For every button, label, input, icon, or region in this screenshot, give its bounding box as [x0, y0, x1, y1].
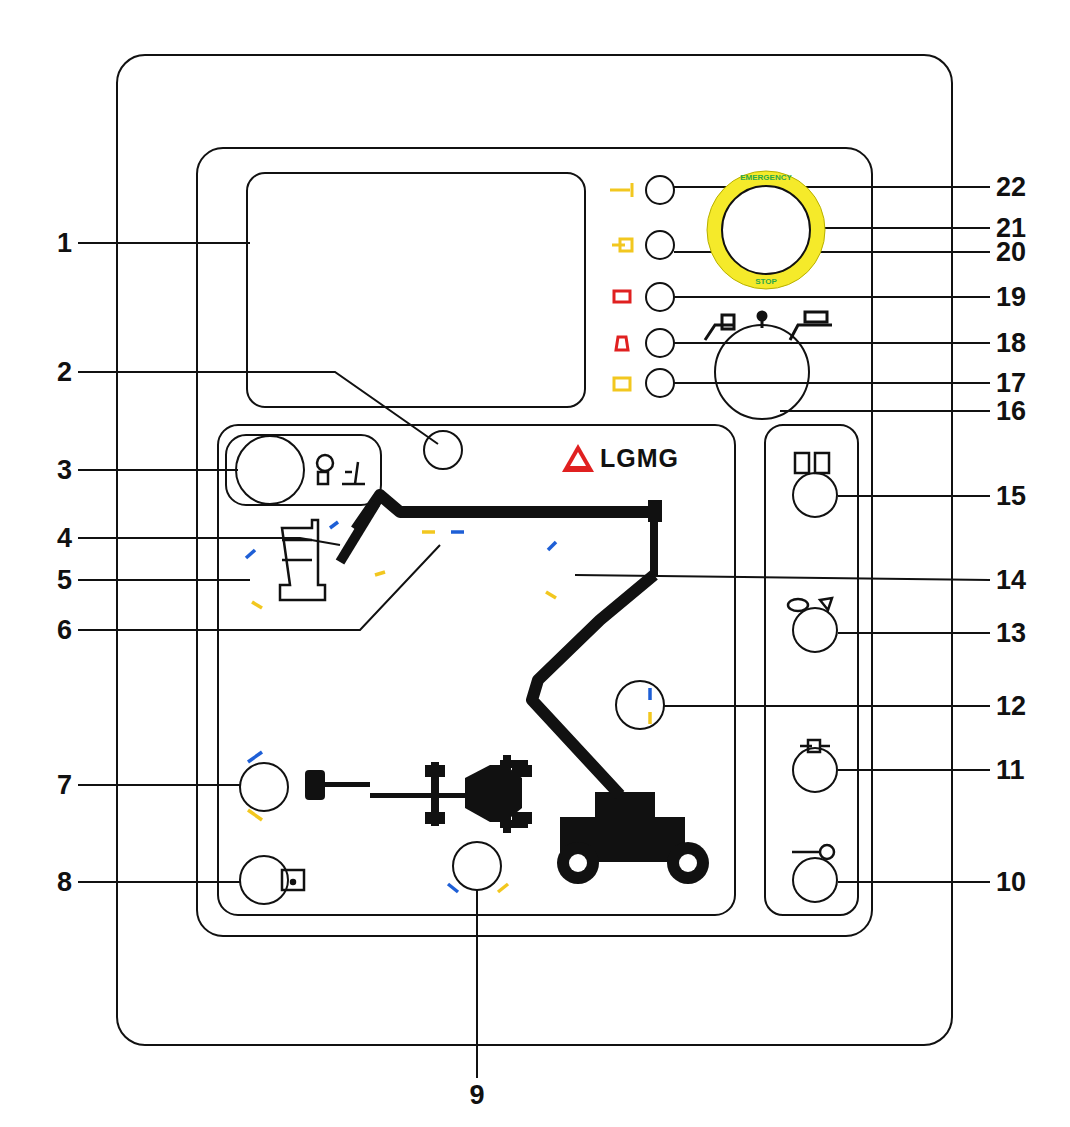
callout-number: 22	[996, 174, 1026, 201]
callout-number: 4	[57, 525, 72, 552]
callout-number: 11	[996, 757, 1025, 784]
callout-number: 21	[996, 215, 1026, 242]
emergency-stop: EMERGENCY STOP	[706, 170, 826, 290]
button-text: STOP	[706, 278, 826, 286]
callout-number: 14	[996, 567, 1026, 594]
callout-number: 1	[57, 230, 72, 257]
callout-number: 2	[57, 359, 72, 386]
callout-number: 10	[996, 869, 1026, 896]
callout-number: 3	[57, 457, 72, 484]
brand-logo: LGMG	[600, 446, 679, 471]
button-text: EMERGENCY	[706, 174, 826, 182]
callout-number: 18	[996, 330, 1026, 357]
callout-number: 20	[996, 239, 1026, 266]
callout-number: 5	[57, 567, 72, 594]
callout-number: 15	[996, 483, 1026, 510]
callout-number: 17	[996, 370, 1026, 397]
callout-number: 12	[996, 693, 1026, 720]
callout-number: 16	[996, 398, 1026, 425]
callout-number: 9	[469, 1082, 484, 1109]
stop-ring	[706, 170, 826, 290]
callout-number: 13	[996, 620, 1026, 647]
callout-number: 6	[57, 617, 72, 644]
callout-number: 19	[996, 284, 1026, 311]
callout-number: 8	[57, 869, 72, 896]
callout-number: 7	[57, 772, 72, 799]
